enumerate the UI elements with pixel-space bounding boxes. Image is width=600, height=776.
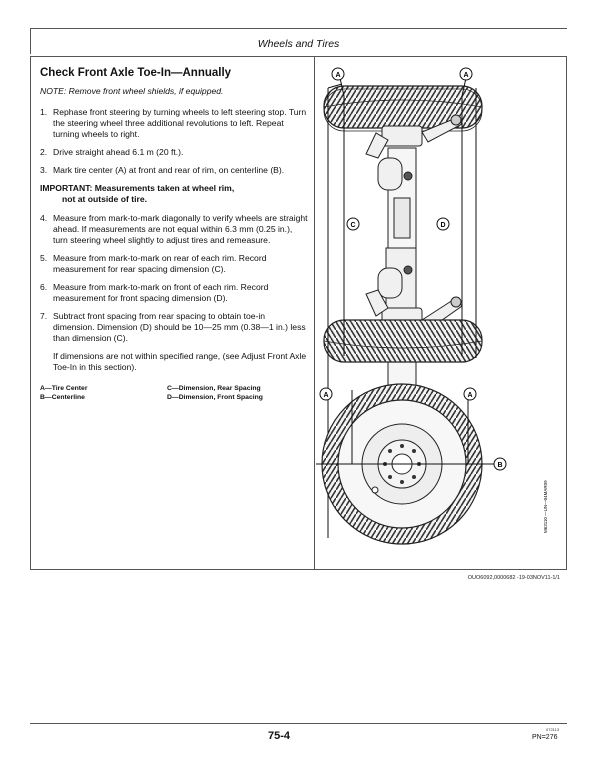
callout-c: C [346, 217, 360, 231]
step-text: Measure from mark-to-mark on rear of eac… [53, 253, 267, 274]
svg-text:C: C [350, 222, 355, 229]
axle-assembly [365, 114, 463, 389]
step-number: 3. [40, 165, 48, 175]
header-rule [30, 28, 567, 29]
footer-rule [30, 723, 567, 724]
callout-a-bottom-right: A [463, 387, 477, 401]
page-number: 75-4 [268, 730, 291, 742]
step-number: 5. [40, 253, 48, 263]
legend-d: D—Dimension, Front Spacing [167, 393, 263, 401]
steps-list-a: 1. Rephase front steering by turning whee… [40, 107, 308, 176]
important-notice: IMPORTANT: Measurements taken at wheel r… [40, 183, 308, 205]
middle-tire [323, 319, 483, 363]
svg-text:A: A [335, 72, 340, 79]
legend-a: A—Tire Center [40, 385, 88, 392]
svg-text:A: A [463, 72, 468, 79]
legend-c: C—Dimension, Rear Spacing [167, 385, 261, 392]
toe-in-diagram: A A C D [302, 58, 565, 568]
step-number: 7. [40, 311, 48, 321]
step-text: Measure from mark-to-mark diagonally to … [53, 213, 308, 245]
pn-label: PN=276 [532, 734, 558, 741]
instruction-column: Check Front Axle Toe-In—Annually NOTE: R… [40, 67, 308, 402]
column-divider [314, 56, 315, 570]
important-line-1: IMPORTANT: Measurements taken at wheel r… [40, 183, 235, 193]
svg-text:B: B [497, 462, 502, 469]
page-title: Check Front Axle Toe-In—Annually [40, 67, 232, 79]
callout-a-bottom-left: A [319, 387, 333, 401]
callout-a-top-right: A [459, 67, 473, 81]
step-text: Subtract front spacing from rear spacing… [53, 311, 306, 343]
callout-b: B [493, 457, 507, 471]
legend-col-right: C—Dimension, Rear Spacing D—Dimension, F… [167, 385, 263, 402]
step-item: 5. Measure from mark-to-mark on rear of e… [40, 253, 308, 275]
legend-b: B—Centerline [40, 393, 85, 401]
svg-text:D: D [440, 222, 445, 229]
legend-col-left: A—Tire Center B—Centerline [40, 385, 167, 402]
step-number: 2. [40, 147, 48, 157]
toe-in-illustration: A A C D [302, 67, 548, 545]
step-item: 3. Mark tire center (A) at front and rear… [40, 165, 308, 176]
header-left-rule [30, 28, 31, 54]
content-frame [30, 56, 567, 570]
step-text: Rephase front steering by turning wheels… [53, 107, 307, 139]
step-number: 6. [40, 282, 48, 292]
step-item: 4. Measure from mark-to-mark diagonally t… [40, 213, 308, 246]
important-line-2: not at outside of tire. [62, 194, 147, 204]
step-item: 6. Measure from mark-to-mark on front of … [40, 282, 308, 304]
step-text: Mark tire center (A) at front and rear o… [53, 165, 285, 175]
svg-text:A: A [467, 392, 472, 399]
step-item: 2. Drive straight ahead 6.1 m (20 ft.). [40, 147, 308, 158]
note: NOTE: Remove front wheel shields, if equ… [40, 86, 224, 96]
step-number: 4. [40, 213, 48, 223]
callout-a-top-left: A [331, 67, 345, 81]
step-item: 1. Rephase front steering by turning whee… [40, 107, 308, 140]
step-text: Measure from mark-to-mark on front of ea… [53, 282, 269, 303]
figure-reference: OUO6092,0000682 -19-03NOV11-1/1 [467, 575, 560, 581]
figure-side-code: M63110 —UN—04MAR09 [543, 480, 548, 533]
svg-text:A: A [323, 392, 328, 399]
section-title: Wheels and Tires [257, 38, 340, 50]
step-item: 7. Subtract front spacing from rear spaci… [40, 311, 308, 344]
steps-list-b: 4. Measure from mark-to-mark diagonally t… [40, 213, 308, 344]
callout-d: D [436, 217, 450, 231]
step-text: Drive straight ahead 6.1 m (20 ft.). [53, 147, 184, 157]
followup-note: If dimensions are not within specified r… [53, 351, 307, 372]
step-number: 1. [40, 107, 48, 117]
date-code: 072113 [546, 727, 560, 732]
legend: A—Tire Center B—Centerline C—Dimension, … [40, 385, 308, 402]
